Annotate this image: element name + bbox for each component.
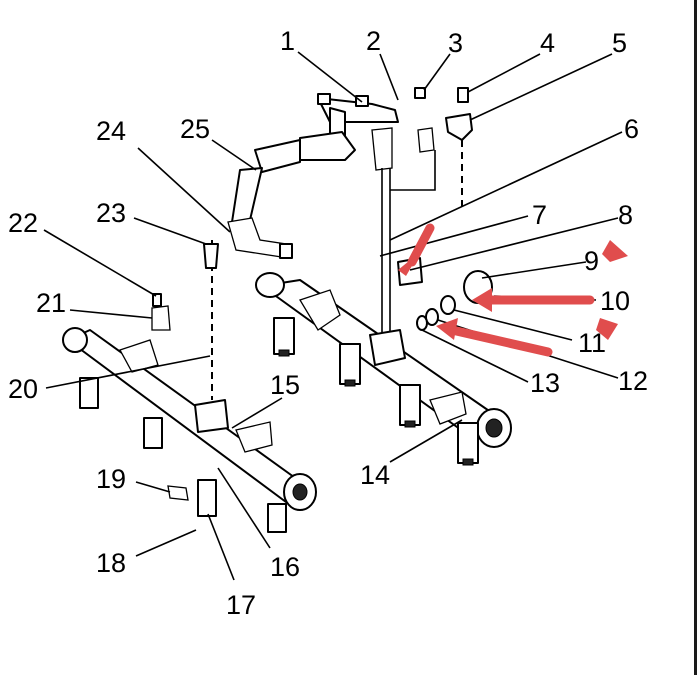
bolt-part-21 [151,305,171,331]
image-border-right [694,0,697,675]
callout-23: 23 [96,198,126,228]
fuel-feed-return-pipe [227,87,436,336]
annotation-arrow-9 [602,240,628,262]
callout-18: 18 [96,548,126,578]
bracket-part-5 [445,87,473,141]
clip-part-19 [167,485,189,501]
callout-16: 16 [270,552,300,582]
sensor-part-23 [203,243,219,269]
leader-lines [43,51,623,581]
callout-4: 4 [540,28,555,58]
callout-2: 2 [366,26,381,56]
annotation-arrow-13 [436,318,553,357]
callout-24: 24 [96,116,126,146]
callout-5: 5 [612,28,627,58]
callout-12: 12 [618,366,648,396]
callout-20: 20 [8,374,38,404]
red-annotation-arrows [398,223,628,357]
callout-7: 7 [532,200,547,230]
callout-14: 14 [360,460,390,490]
annotation-arrow-8 [398,223,435,276]
callout-15: 15 [270,370,300,400]
annotation-arrow-10 [472,288,595,312]
callout-25: 25 [180,114,210,144]
fuel-rail-left [62,327,317,511]
callout-11: 11 [578,328,606,358]
callout-1: 1 [280,26,295,56]
callout-22: 22 [8,208,38,238]
callout-17: 17 [226,590,256,620]
callout-labels: 1 2 3 4 5 6 7 8 9 10 11 12 13 14 15 16 1… [8,26,648,620]
fuel-injectors-right [273,317,479,466]
callout-21: 21 [36,288,66,318]
fuel-rail-right [255,272,512,448]
callout-9: 9 [584,246,599,276]
annotation-arrow-11 [596,318,618,340]
callout-3: 3 [448,28,463,58]
callout-6: 6 [624,114,639,144]
fuel-injectors-left [79,377,287,533]
callout-10: 10 [600,286,630,316]
callout-8: 8 [618,200,633,230]
callout-19: 19 [96,464,126,494]
callout-13: 13 [530,368,560,398]
